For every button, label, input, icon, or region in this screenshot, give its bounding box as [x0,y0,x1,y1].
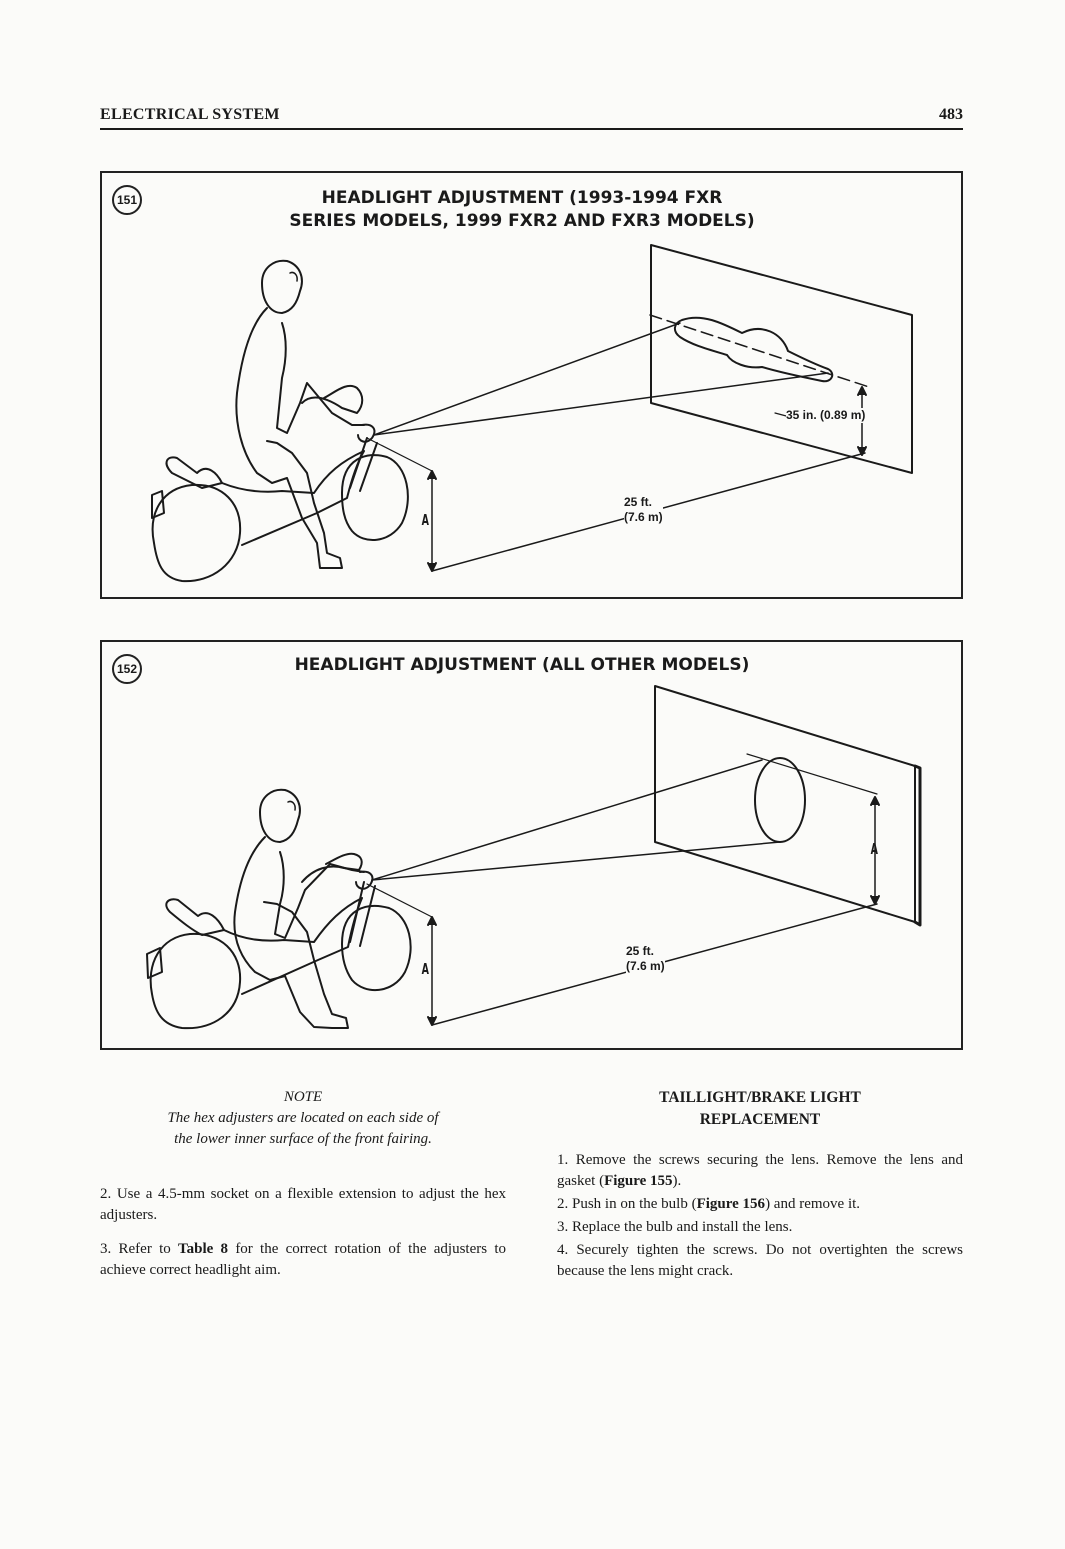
step-3: 3. Refer to Table 8 for the correct rota… [100,1241,507,1278]
saddlebag [146,947,163,979]
rear-fender [165,898,225,936]
figure-title: HEADLIGHT ADJUSTMENT (ALL OTHER MODELS) [294,655,750,675]
dim-distance-label: 25 ft. (7.6 m) [626,944,665,974]
front-wheel [341,904,412,992]
step-1: 1. Remove the screws securing the lens. … [557,1152,963,1189]
aiming-wall-shadow [913,764,922,927]
dim-a-label: A [421,511,429,529]
figure-151-drawing [151,244,913,583]
front-fork [349,881,376,947]
handlebar [301,852,363,883]
rider-body [233,836,349,1029]
note-heading: NOTE [283,1089,323,1105]
rear-wheel [149,932,242,1030]
figure-155-ref: Figure 155 [604,1173,673,1189]
figure-152-drawing [146,685,922,1030]
dim-height-label: 35 in. (0.89 m) [786,408,866,423]
beam-centerline [649,314,873,389]
bike-body [221,450,365,546]
left-column: NOTE The hex adjusters are located on ea… [100,1087,506,1281]
figure-number-badge: 151 [112,185,142,215]
note-line-1: The hex adjusters are located on each si… [167,1110,439,1126]
beam-pattern [674,316,834,383]
figure-151: 151 HEADLIGHT ADJUSTMENT (1993-1994 FXR … [100,171,963,599]
running-header: ELECTRICAL SYSTEM 483 [100,106,963,130]
dim-a-bike-label: A [421,960,429,978]
step-2: 2. Use a 4.5-mm socket on a flexible ext… [100,1186,506,1223]
figure-156-ref: Figure 156 [696,1196,766,1212]
figure-number-badge: 152 [112,654,142,684]
figure-title: HEADLIGHT ADJUSTMENT (1993-1994 FXR SERI… [289,188,755,231]
rear-fender [165,456,223,489]
rider-helmet [261,259,303,314]
figure-152: 152 HEADLIGHT ADJUSTMENT (ALL OTHER MODE… [100,640,963,1050]
dim-a-wall-label: A [870,840,878,858]
bike-body [223,897,363,995]
rear-wheel [151,483,242,583]
section-title: ELECTRICAL SYSTEM [100,106,280,123]
front-fork [349,437,378,492]
right-column: TAILLIGHT/BRAKE LIGHT REPLACEMENT 1. Rem… [557,1087,963,1282]
rider-helmet [259,788,301,843]
handlebar [301,384,364,414]
rider-arm [276,322,365,434]
dim-distance-label: 25 ft. (7.6 m) [624,495,663,525]
section-heading: TAILLIGHT/BRAKE LIGHT REPLACEMENT [659,1089,861,1128]
step-4: 4. Securely tighten the screws. Do not o… [557,1242,963,1279]
step-2: 2. Push in on the bulb (Figure 156) and … [557,1196,861,1212]
rider-body [235,307,343,569]
rider-arm [274,851,365,939]
front-wheel [341,454,409,542]
page-number: 483 [939,106,963,123]
aiming-wall [650,244,913,474]
step-3: 3. Replace the bulb and install the lens… [557,1219,793,1235]
note-line-2: the lower inner surface of the front fai… [174,1131,432,1147]
saddlebag [151,490,165,519]
table-8-ref: Table 8 [178,1241,229,1257]
